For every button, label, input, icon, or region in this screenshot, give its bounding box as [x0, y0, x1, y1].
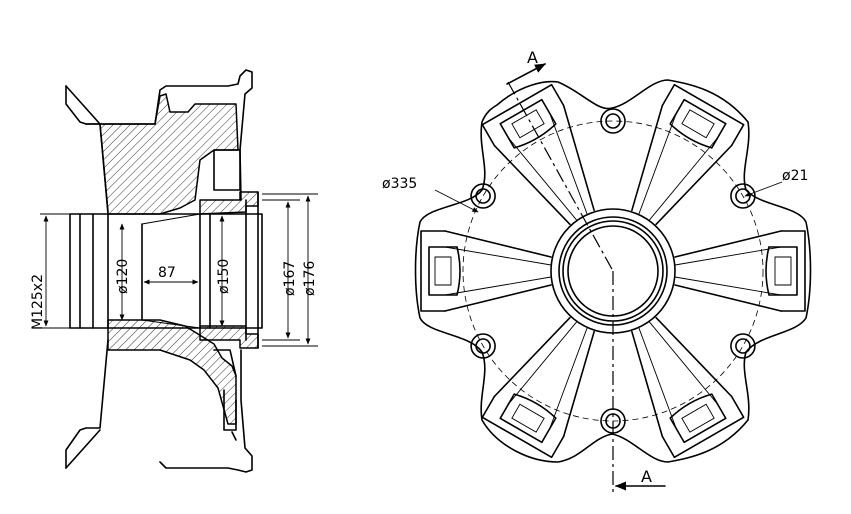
arm-pocket-outer — [420, 230, 446, 312]
dia-176-label: ø176 — [302, 261, 318, 296]
section-label-top: A — [527, 48, 538, 67]
taper-bottom — [141, 319, 201, 329]
arm-pocket-slot — [681, 109, 715, 139]
dim-150: ø150 — [216, 215, 232, 327]
arm-pocket-inner — [499, 98, 557, 149]
spoke-arm — [631, 83, 745, 226]
arm-pocket-inner — [499, 393, 557, 444]
arm-pocket-slot — [434, 256, 452, 286]
dia-150-label: ø150 — [216, 259, 232, 294]
spoke-edge — [444, 230, 552, 312]
arm-pocket-slot — [774, 256, 792, 286]
arm-pocket-inner — [669, 98, 727, 149]
arm-pocket-inner — [428, 246, 461, 296]
rim-lower-inner — [223, 389, 237, 441]
dia-167-label: ø167 — [282, 261, 298, 296]
bolt-hole — [475, 188, 491, 204]
spoke-arm — [481, 83, 595, 226]
arm-pocket-outer — [481, 83, 565, 147]
spoke-rib — [674, 246, 782, 296]
rim-outline-bottom — [65, 339, 253, 473]
dim-87: 87 — [143, 265, 199, 285]
hub-flange-top — [199, 191, 259, 215]
dia-120-label: ø120 — [115, 259, 131, 294]
spoke-rib — [507, 321, 588, 429]
bolt-hole-boss — [470, 333, 496, 359]
bolt-circle-leader — [434, 189, 479, 213]
spoke-arm — [631, 316, 745, 459]
hole-dia-label: ø21 — [782, 168, 808, 184]
spoke-arm — [420, 230, 552, 312]
bolt-hole — [735, 338, 751, 354]
arm-pocket-outer — [481, 395, 565, 459]
spoke-edge — [631, 316, 733, 438]
spoke-edge — [631, 104, 733, 226]
spoke-rib — [638, 321, 719, 429]
bolt-hole-boss — [730, 183, 756, 209]
dim-thread: M125x2 — [30, 213, 70, 330]
bolt-hole — [605, 113, 621, 129]
bolt-hole-boss — [730, 333, 756, 359]
arm-pocket-inner — [669, 393, 727, 444]
arm-pocket-slot — [681, 403, 715, 433]
length-87-label: 87 — [158, 265, 176, 281]
section-label-bottom: A — [641, 467, 652, 486]
side-section-view: M125x2 ø120 87 ø150 ø167 ø1 — [30, 69, 318, 473]
hatched-section-top — [85, 93, 239, 215]
spoke-lower-outline — [213, 149, 241, 377]
bolt-hole-boss — [470, 183, 496, 209]
rim-bottom-band — [65, 429, 101, 469]
arm-pocket-slot — [511, 403, 545, 433]
section-line — [507, 81, 614, 272]
hole-dia-leader — [744, 181, 783, 197]
spoke-group — [420, 83, 806, 459]
dim-176: ø176 — [262, 193, 318, 347]
spoke-edge — [674, 230, 782, 312]
section-arrow-top-line — [506, 63, 546, 85]
arm-pocket-outer — [780, 230, 806, 312]
spoke-rib — [507, 113, 588, 221]
spoke-rib — [638, 113, 719, 221]
bore-outline — [69, 213, 263, 329]
spoke-rib — [444, 246, 552, 296]
rim-outline-top — [65, 69, 253, 201]
front-view: A A ø335 ø21 — [382, 48, 812, 495]
arm-pocket-outer — [661, 83, 745, 147]
spoke-edge — [493, 104, 595, 226]
bolt-hole-boss — [600, 108, 626, 134]
dim-120: ø120 — [115, 223, 131, 321]
bolt-hole — [475, 338, 491, 354]
arm-pocket-outer — [661, 395, 745, 459]
spoke-arm — [674, 230, 806, 312]
spoke-edge — [493, 316, 595, 438]
dim-167: ø167 — [262, 199, 300, 341]
thread-label: M125x2 — [30, 274, 46, 330]
arm-pocket-inner — [765, 246, 798, 296]
star-outer-outline — [414, 79, 812, 463]
bolt-circle-label: ø335 — [382, 176, 417, 192]
arm-pocket-slot — [511, 109, 545, 139]
taper-top — [141, 213, 201, 225]
spoke-arm — [481, 316, 595, 459]
